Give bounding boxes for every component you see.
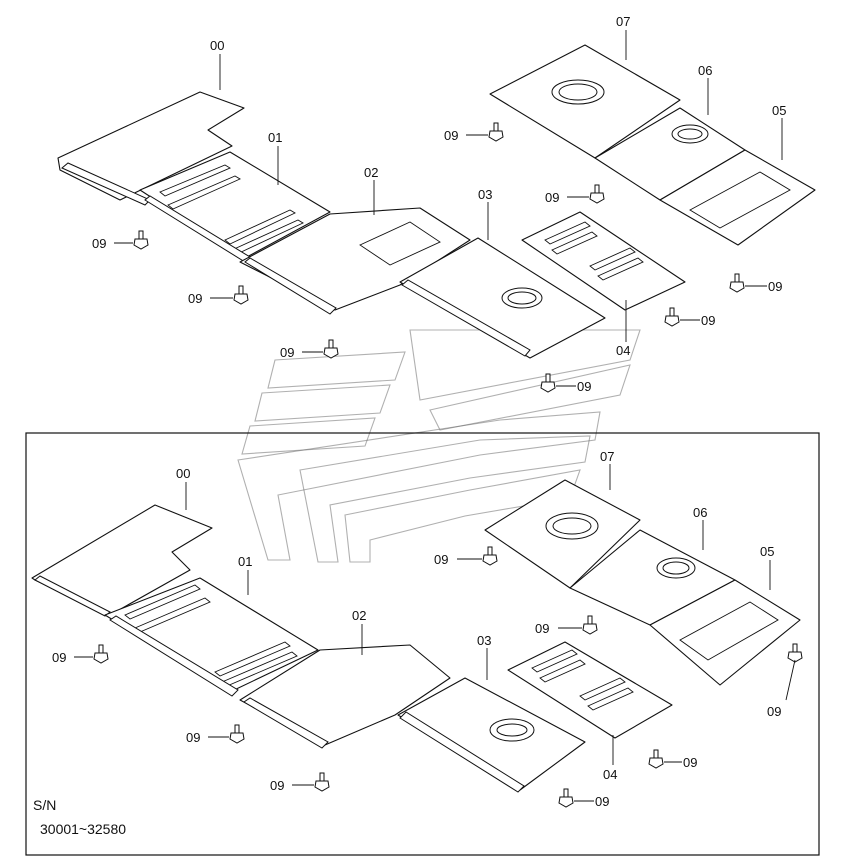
label-06: 06 (693, 505, 707, 520)
label-07: 07 (600, 449, 614, 464)
label-09: 09 (535, 621, 549, 636)
serial-range-frame (25, 432, 820, 856)
panel-00-upper (57, 91, 245, 201)
bolt-icon (93, 644, 109, 664)
label-04: 04 (603, 767, 617, 782)
bolt-icon (729, 273, 745, 293)
label-03: 03 (477, 633, 491, 648)
bolt-icon (589, 184, 605, 204)
label-09: 09 (767, 704, 781, 719)
bolt-icon (323, 339, 339, 359)
label-09: 09 (186, 730, 200, 745)
label-09: 09 (270, 778, 284, 793)
label-06: 06 (698, 63, 712, 78)
label-09: 09 (52, 650, 66, 665)
bolt-icon (233, 285, 249, 305)
bolt-icon (582, 615, 598, 635)
label-09: 09 (444, 128, 458, 143)
label-01: 01 (238, 554, 252, 569)
label-05: 05 (772, 103, 786, 118)
label-07: 07 (616, 14, 630, 29)
serial-prefix: S/N (33, 797, 56, 813)
label-09: 09 (434, 552, 448, 567)
label-02: 02 (352, 608, 366, 623)
label-09: 09 (683, 755, 697, 770)
serial-note: S/N 30001~32580 (33, 797, 126, 837)
label-01: 01 (268, 130, 282, 145)
label-09: 09 (701, 313, 715, 328)
bolt-icon (540, 373, 556, 393)
label-09: 09 (280, 345, 294, 360)
label-00: 00 (176, 466, 190, 481)
bolt-icon (664, 307, 680, 327)
lower-assembly (31, 479, 801, 793)
label-09: 09 (768, 279, 782, 294)
label-00: 00 (210, 38, 224, 53)
part-labels: 00 01 02 03 07 06 05 04 09 09 09 09 09 0… (52, 14, 786, 809)
label-04: 04 (616, 343, 630, 358)
bolt-icon (133, 230, 149, 250)
serial-range: 30001~32580 (40, 821, 126, 837)
label-09: 09 (92, 236, 106, 251)
bolts (93, 122, 803, 808)
bolt-icon (648, 749, 664, 769)
label-09: 09 (188, 291, 202, 306)
upper-assembly (57, 44, 816, 359)
bolt-icon (229, 724, 245, 744)
label-02: 02 (364, 165, 378, 180)
bolt-icon (787, 643, 803, 663)
label-09: 09 (595, 794, 609, 809)
bolt-icon (482, 546, 498, 566)
label-05: 05 (760, 544, 774, 559)
leader-lines (74, 30, 796, 802)
bolt-icon (314, 772, 330, 792)
label-03: 03 (478, 187, 492, 202)
label-09: 09 (545, 190, 559, 205)
bolt-icon (558, 788, 574, 808)
bolt-icon (488, 122, 504, 142)
label-09: 09 (577, 379, 591, 394)
